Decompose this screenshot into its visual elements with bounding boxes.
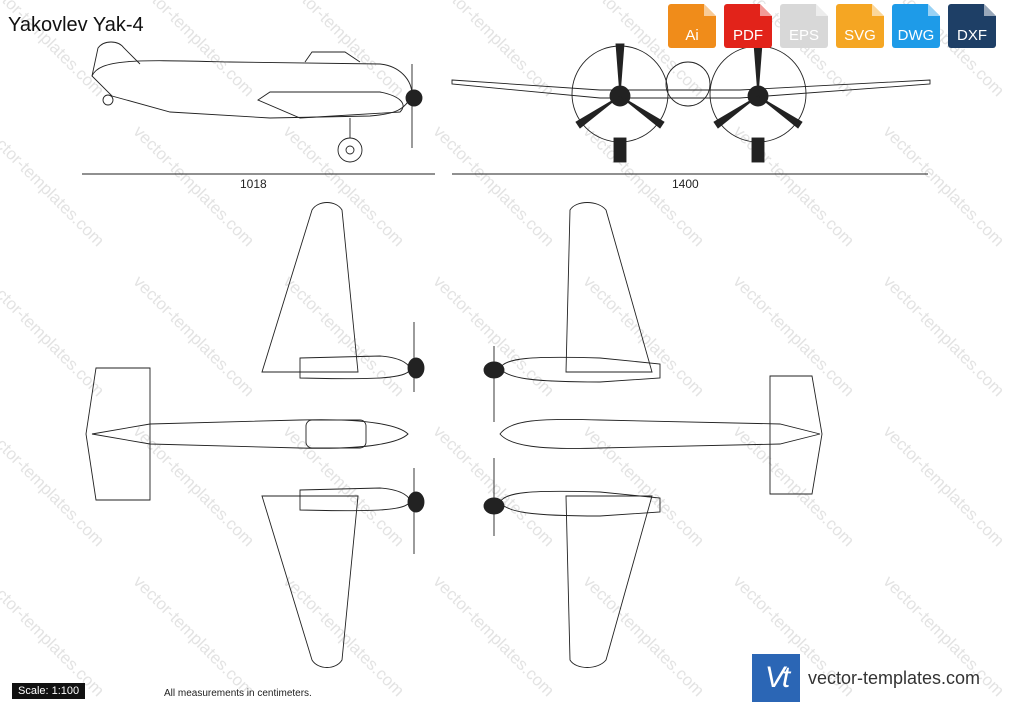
watermark-text: vector-templates.com [130,572,258,700]
front-view [451,43,931,175]
side-canopy [304,51,361,63]
brand-name: vector-templates.com [808,667,981,688]
side-length-label: 1018 [240,177,267,191]
format-pdf-badge[interactable]: PDF [724,4,772,48]
watermark-text: vector-templates.com [0,122,108,250]
watermark-text: vector-templates.com [280,272,408,400]
format-badges: Ai PDF EPS SVG DWG DXF [668,4,996,48]
top-canopy [305,419,367,449]
side-fuselage [91,60,413,119]
bottom-left-nacelle [499,356,661,383]
format-ai-badge[interactable]: Ai [668,4,716,48]
top-tailplane [85,367,151,501]
bottom-right-wing [565,495,653,668]
bottom-fuselage [499,418,821,449]
side-nacelle [257,91,404,119]
watermark-text: vector-templates.com [880,272,1008,400]
top-left-wing [261,202,359,373]
scale-badge: Scale: 1:100 [12,683,86,699]
format-dwg-badge[interactable]: DWG [892,4,940,48]
watermark-text: vector-templates.com [730,422,858,550]
watermark-text: vector-templates.com [430,0,558,100]
watermark-layer: vector-templates.comvector-templates.com… [0,0,1008,700]
watermark-text: vector-templates.com [130,422,258,550]
format-svg-badge[interactable]: SVG [836,4,884,48]
watermark-text: vector-templates.com [880,422,1008,550]
brand-logo-icon: Vt [752,654,800,702]
watermark-text: vector-templates.com [0,422,108,550]
watermark-text: vector-templates.com [130,122,258,250]
watermark-text: vector-templates.com [580,572,708,700]
watermark-text: vector-templates.com [730,272,858,400]
side-spinner [405,89,423,107]
side-view [82,41,435,175]
bottom-tailplane [769,375,823,495]
watermark-text: vector-templates.com [280,0,408,100]
watermark-text: vector-templates.com [130,272,258,400]
front-left-gear [613,137,627,163]
bottom-left-wing [565,202,653,373]
side-main-hub [345,145,355,155]
watermark-text: vector-templates.com [0,272,108,400]
front-left-prop [575,43,665,129]
front-wing [451,79,931,99]
side-tail-fin [91,41,141,77]
watermark-text: vector-templates.com [0,572,108,700]
front-span-label: 1400 [672,177,699,191]
watermark-text: vector-templates.com [580,272,708,400]
watermark-text: vector-templates.com [430,122,558,250]
measurement-note: All measurements in centimeters. [164,688,312,699]
front-right-gear [751,137,765,163]
watermark-text: vector-templates.com [130,0,258,100]
bottom-right-nacelle [499,490,661,517]
top-right-wing [261,495,359,668]
front-fuselage [665,61,711,107]
format-eps-badge[interactable]: EPS [780,4,828,48]
page-title: Yakovlev Yak-4 [8,14,144,36]
watermark-text: vector-templates.com [430,572,558,700]
brand[interactable]: Vt vector-templates.com [752,654,980,702]
bottom-view [483,202,823,668]
watermark-text: vector-templates.com [880,122,1008,250]
side-tail-wheel [102,94,114,106]
watermark-text: vector-templates.com [280,422,408,550]
watermark-text: vector-templates.com [580,422,708,550]
side-main-wheel [337,137,363,163]
top-view [85,202,425,668]
format-dxf-badge[interactable]: DXF [948,4,996,48]
